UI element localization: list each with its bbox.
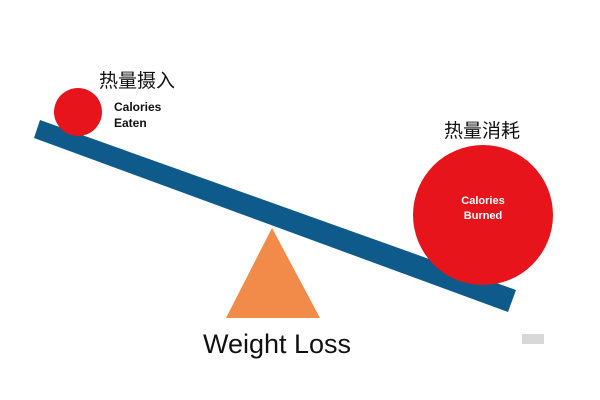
burned-label-zh: 热量消耗 xyxy=(444,120,520,142)
seesaw-beam xyxy=(34,120,516,312)
calories-burned-label-line1: Calories xyxy=(461,195,504,207)
weight-loss-caption: Weight Loss xyxy=(203,329,351,359)
calories-eaten-label-line1: Calories xyxy=(114,100,162,114)
calories-burned-ball xyxy=(413,145,553,285)
calories-eaten-ball xyxy=(54,88,102,136)
fulcrum-triangle xyxy=(226,228,320,318)
watermark-smudge xyxy=(522,334,544,344)
intake-label-zh: 热量摄入 xyxy=(99,70,175,92)
calories-eaten-label-line2: Eaten xyxy=(114,116,147,130)
calories-burned-label-line2: Burned xyxy=(464,210,503,222)
